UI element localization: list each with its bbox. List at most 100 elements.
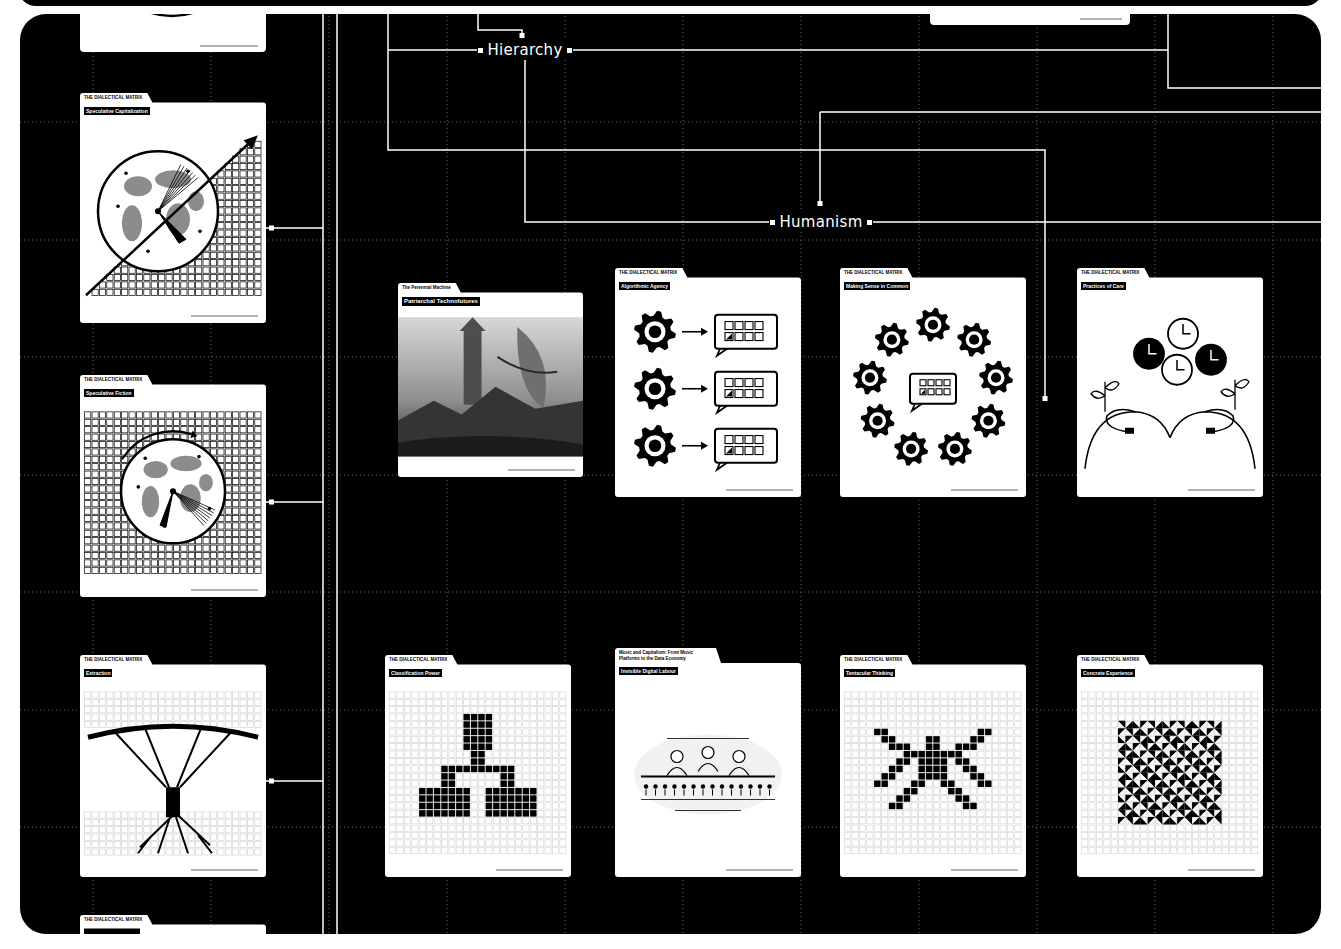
decor-shape — [693, 790, 694, 796]
decor-shape — [240, 215, 246, 221]
decor-shape — [218, 714, 224, 720]
decor-shape — [523, 773, 529, 779]
decor-shape — [983, 416, 993, 426]
decor-shape — [427, 810, 433, 816]
decor-shape — [85, 560, 91, 566]
card-title: Speculative Capitalization — [84, 107, 150, 115]
decor-shape — [159, 545, 165, 551]
decor-shape — [538, 692, 544, 698]
decor-shape — [456, 766, 462, 772]
decor-shape — [203, 427, 209, 433]
decor-shape — [129, 538, 135, 544]
decor-shape — [486, 751, 492, 757]
decor-shape — [449, 795, 455, 801]
decor-shape — [114, 721, 120, 727]
decor-shape — [203, 441, 209, 447]
decor-shape — [136, 827, 142, 833]
decor-shape — [122, 523, 128, 529]
decor-shape — [464, 714, 470, 720]
decor-shape — [471, 758, 477, 764]
decor-shape — [419, 795, 425, 801]
decor-shape — [434, 773, 440, 779]
decor-shape — [478, 721, 484, 727]
decor-shape — [988, 369, 1005, 386]
decor-shape — [508, 781, 514, 787]
decor-shape — [107, 841, 113, 847]
card-wire — [266, 228, 323, 781]
decor-shape — [210, 412, 216, 418]
decor-shape — [501, 744, 507, 750]
decor-shape — [412, 736, 418, 742]
decor-shape — [247, 434, 253, 440]
decor-shape — [755, 447, 763, 455]
decor-shape — [233, 208, 239, 214]
decor-shape — [218, 560, 224, 566]
decor-shape — [486, 714, 492, 720]
decor-shape — [745, 379, 753, 387]
folder-shape — [615, 648, 801, 877]
decor-shape — [218, 819, 224, 825]
decor-shape — [85, 567, 91, 573]
decor-shape — [247, 493, 253, 499]
decor-shape — [170, 456, 201, 472]
decor-shape — [85, 545, 91, 551]
decor-shape — [114, 530, 120, 536]
decor-shape — [136, 699, 142, 705]
decor-shape — [99, 471, 105, 477]
decor-shape — [129, 267, 135, 273]
decor-shape — [501, 810, 507, 816]
decor-shape — [240, 282, 246, 288]
decor-shape — [545, 832, 551, 838]
decor-shape — [85, 427, 91, 433]
decor-shape — [471, 795, 477, 801]
decor-shape — [233, 282, 239, 288]
title-bar — [84, 929, 140, 935]
decor-shape — [515, 847, 521, 853]
decor-shape — [218, 252, 224, 258]
card-title: Algorithmic Agency — [619, 282, 670, 290]
decor-shape — [240, 274, 246, 280]
decor-shape — [545, 721, 551, 727]
decor-shape — [225, 471, 231, 477]
decor-shape — [247, 707, 253, 713]
decor-shape — [218, 289, 224, 295]
decor-shape — [99, 508, 105, 514]
decor-shape — [449, 773, 455, 779]
decor-shape — [107, 538, 113, 544]
decor-shape — [957, 323, 991, 357]
decor-shape — [122, 699, 128, 705]
decor-shape — [397, 758, 403, 764]
decor-shape — [478, 736, 484, 742]
card-tab-label: Music and Capitalism: From Music Platfor… — [619, 650, 711, 661]
decor-shape — [667, 738, 749, 739]
decor-shape — [515, 810, 521, 816]
decor-shape — [218, 434, 224, 440]
decor-shape — [698, 764, 718, 772]
decor-shape — [634, 425, 676, 467]
decor-shape — [501, 766, 507, 772]
decor-shape — [921, 390, 925, 394]
decor-shape — [99, 545, 105, 551]
decor-shape — [419, 840, 425, 846]
decor-shape — [397, 825, 403, 831]
decor-shape — [493, 810, 499, 816]
decor-shape — [515, 818, 521, 824]
decor-shape — [136, 692, 142, 698]
decor-shape — [188, 849, 194, 855]
decor-shape — [92, 478, 98, 484]
decor-shape — [144, 545, 150, 551]
decor-shape — [441, 699, 447, 705]
decor-shape — [151, 282, 157, 288]
decor-shape — [151, 841, 157, 847]
decor-shape — [938, 432, 972, 466]
decor-shape — [166, 787, 180, 817]
decor-shape — [247, 849, 253, 855]
decor-shape — [478, 773, 484, 779]
decor-shape — [434, 699, 440, 705]
decor-shape — [122, 849, 128, 855]
decor-shape — [702, 747, 714, 759]
decor-shape — [247, 200, 253, 206]
decor-shape — [427, 847, 433, 853]
footer-mark — [726, 489, 793, 491]
decor-shape — [122, 714, 128, 720]
